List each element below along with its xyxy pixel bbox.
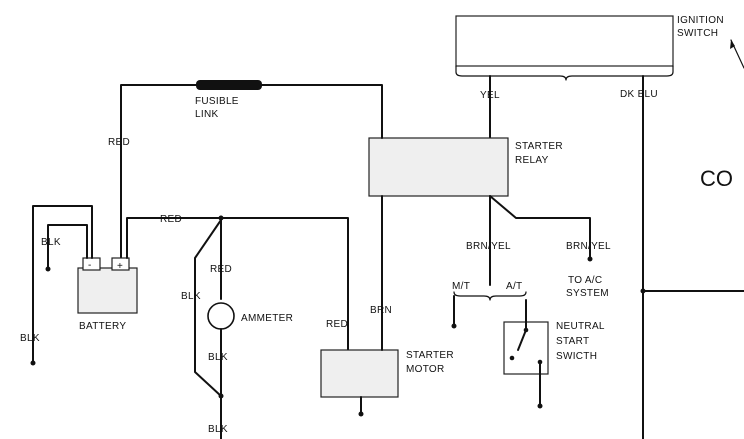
wire-label-brn: BRN (370, 305, 392, 316)
ground-dot-nss (537, 403, 543, 409)
wire-label-red-top: RED (108, 137, 130, 148)
ignition-switch-label-2: SWITCH (677, 28, 718, 39)
starter-relay-label-2: RELAY (515, 155, 549, 166)
mt-at-brace (453, 291, 527, 301)
wire-label-brn-yel-1: BRN/YEL (466, 241, 511, 252)
wire-label-blk-left: BLK (41, 237, 61, 248)
battery-label: BATTERY (79, 321, 126, 332)
ground-dot-motor (358, 411, 364, 417)
cutoff-label: CO (700, 166, 733, 191)
battery-terminal-pos (111, 257, 130, 271)
fusible-link-symbol (196, 80, 262, 90)
wire-blk-left (47, 224, 88, 269)
ignition-brace (455, 65, 674, 81)
ac-system-label-2: SYSTEM (566, 288, 609, 299)
wire-red-mid (126, 217, 222, 259)
wire-label-red-ammeter: RED (210, 264, 232, 275)
ground-dot-mt (451, 323, 457, 329)
junction-dot-blk (218, 393, 224, 399)
wire-blk-far (32, 205, 93, 363)
fusible-link-label-2: LINK (195, 109, 218, 120)
nss-switch-arm (517, 329, 527, 351)
ac-system-label-1: TO A/C (568, 275, 602, 286)
wire-label-red-motor: RED (326, 319, 348, 330)
wire-brn-yel-2 (489, 195, 591, 259)
starter-relay-label-1: STARTER (515, 141, 563, 152)
starter-motor-box (320, 349, 399, 398)
battery-pos-symbol: + (117, 261, 123, 272)
fusible-link-label-1: FUSIBLE (195, 96, 239, 107)
wire-label-blk-far: BLK (20, 333, 40, 344)
wire-label-blk-ammeter: BLK (208, 352, 228, 363)
nss-label-3: SWICTH (556, 351, 597, 362)
battery-neg-symbol: - (88, 260, 92, 271)
nss-contact-left (509, 355, 515, 361)
wire-red-top-left (120, 84, 197, 261)
ground-dot-far (30, 360, 36, 366)
wire-red-motor (220, 217, 349, 351)
wire-label-blk-bottom: BLK (208, 424, 228, 435)
ignition-switch-box (455, 15, 674, 67)
wire-blk-loop (194, 219, 222, 397)
nss-label-1: NEUTRAL (556, 321, 605, 332)
ammeter-symbol (207, 302, 235, 330)
starter-relay-box (368, 137, 509, 197)
starter-motor-label-1: STARTER (406, 350, 454, 361)
ignition-pointer-arrowhead (730, 40, 735, 49)
wire-red-top-right (261, 84, 383, 139)
label-mt: M/T (452, 281, 470, 292)
wire-label-brn-yel-2: BRN/YEL (566, 241, 611, 252)
ignition-switch-label-1: IGNITION (677, 15, 724, 26)
wire-label-dk-blu: DK BLU (620, 89, 658, 100)
nss-label-2: START (556, 336, 589, 347)
ground-dot-left (45, 266, 51, 272)
wire-label-blk-loop: BLK (181, 291, 201, 302)
starter-motor-label-2: MOTOR (406, 364, 445, 375)
ac-terminal-dot (587, 256, 593, 262)
battery-box (77, 267, 138, 314)
wire-label-yel: YEL (480, 90, 500, 101)
wire-label-red-mid: RED (160, 214, 182, 225)
ammeter-label: AMMETER (241, 313, 293, 324)
label-at: A/T (506, 281, 522, 292)
